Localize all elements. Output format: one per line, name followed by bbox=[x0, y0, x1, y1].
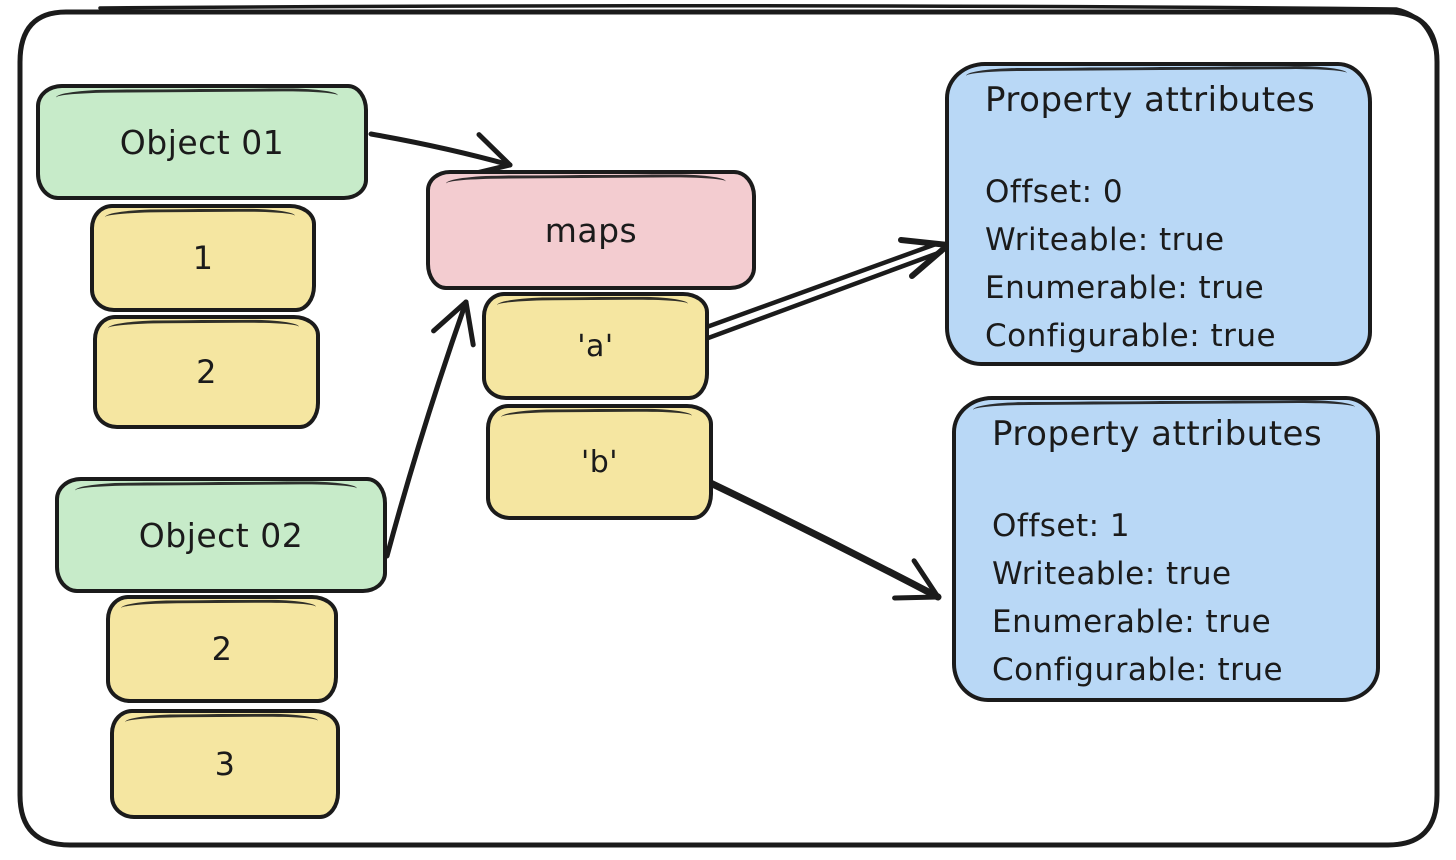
frame-double-stroke bbox=[98, 3, 1438, 54]
maps-label: maps bbox=[544, 210, 638, 250]
property-attributes-title: Property attributes bbox=[985, 80, 1316, 120]
object-02-label: Object 02 bbox=[138, 515, 304, 555]
maps-key-a: 'a' bbox=[482, 292, 709, 400]
attr-enumerable: Enumerable: true bbox=[992, 604, 1272, 640]
arrow-object02-to-maps bbox=[384, 299, 476, 559]
object-01-slot-2: 2 bbox=[93, 315, 320, 429]
key-value: 'b' bbox=[580, 444, 619, 480]
property-attributes-title: Property attributes bbox=[992, 414, 1323, 454]
property-attributes-box-1: Property attributes Offset: 0 Writeable:… bbox=[945, 62, 1372, 366]
object-02-header: Object 02 bbox=[55, 477, 387, 593]
attr-configurable: Configurable: true bbox=[992, 652, 1284, 688]
property-attributes-lines: Offset: 0 Writeable: true Enumerable: tr… bbox=[985, 168, 1344, 360]
attr-offset: Offset: 1 bbox=[992, 508, 1131, 544]
attr-offset: Offset: 0 bbox=[985, 174, 1124, 210]
object-01-header: Object 01 bbox=[36, 84, 368, 200]
attr-writeable: Writeable: true bbox=[992, 556, 1232, 592]
attr-writeable: Writeable: true bbox=[985, 222, 1225, 258]
object-02-slot-1: 2 bbox=[106, 595, 338, 703]
slot-value: 1 bbox=[192, 239, 214, 277]
property-attributes-lines: Offset: 1 Writeable: true Enumerable: tr… bbox=[992, 502, 1352, 694]
attr-enumerable: Enumerable: true bbox=[985, 270, 1265, 306]
attr-configurable: Configurable: true bbox=[985, 318, 1277, 354]
maps-key-b: 'b' bbox=[486, 404, 713, 520]
slot-value: 2 bbox=[211, 630, 233, 668]
object-01-label: Object 01 bbox=[119, 122, 285, 162]
arrow-object01-to-maps bbox=[368, 131, 513, 178]
property-attributes-box-2: Property attributes Offset: 1 Writeable:… bbox=[952, 396, 1380, 702]
slot-value: 3 bbox=[214, 745, 236, 783]
object-02-slot-2: 3 bbox=[110, 709, 340, 819]
key-value: 'a' bbox=[577, 328, 614, 364]
maps-header: maps bbox=[426, 170, 756, 290]
slot-value: 2 bbox=[196, 353, 217, 391]
object-01-slot-1: 1 bbox=[90, 204, 316, 312]
